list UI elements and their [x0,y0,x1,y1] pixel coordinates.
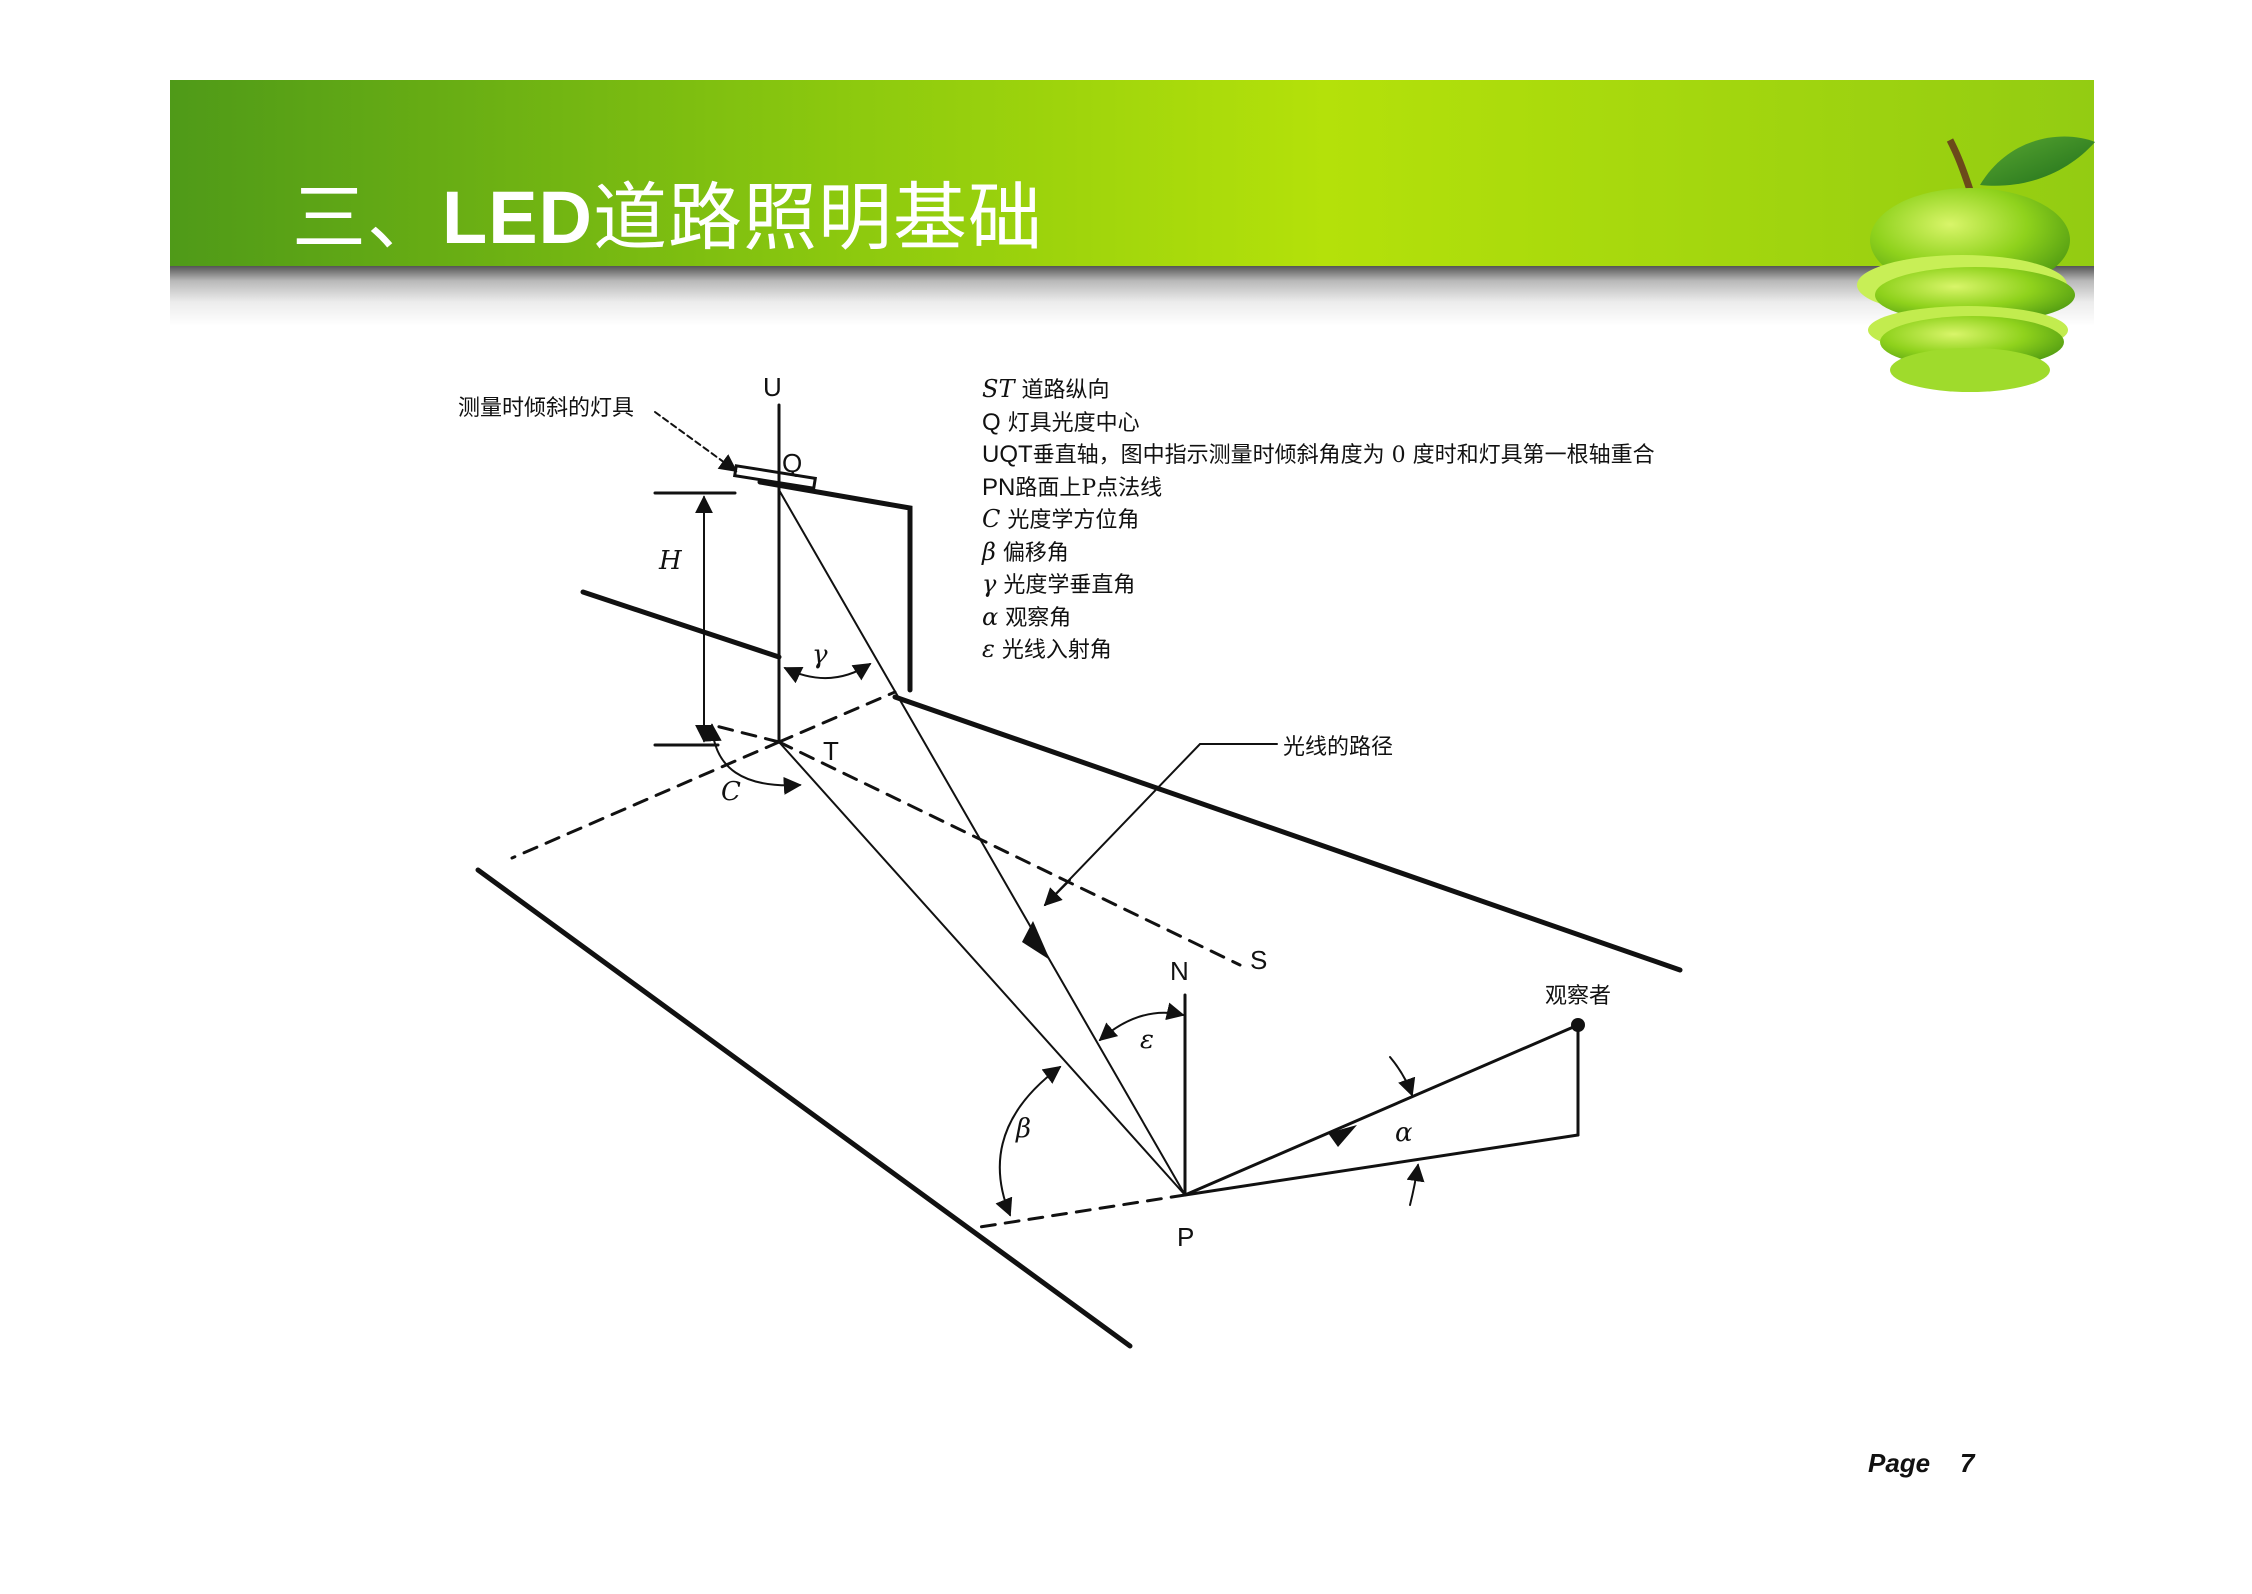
road-edge-far [580,589,782,660]
label-Q: Q [782,448,803,478]
view-line [1183,1023,1580,1197]
legend-text: 垂直轴，图中指示测量时倾斜角度为 0 度时和灯具第一根轴重合 [1032,443,1655,468]
legend-text: 灯具光度中心 [1007,410,1140,436]
legend-text: 路面上P点法线 [1015,475,1163,501]
beta-arc [995,1065,1062,1217]
label-H: H [659,546,682,576]
note-light-path: 光线的路径 [1283,735,1394,760]
label-C: C [721,777,741,807]
road-edge-left [475,867,1133,1349]
symbol-legend: ST 道路纵向 Q 灯具光度中心 UQT垂直轴，图中指示测量时倾斜角度为 0 度… [982,374,1655,667]
legend-text: 光线入射角 [1001,638,1112,663]
legend-symbol: β [982,537,996,566]
legend-symbol: ε [982,635,995,663]
legend-symbol: C [982,505,1001,533]
note-tilted-luminaire: 测量时倾斜的灯具 [458,396,635,421]
label-U: U [763,372,782,402]
legend-symbol: PN [982,473,1016,501]
label-alpha: α [1395,1118,1413,1148]
page-number: 7 [1960,1448,1975,1478]
title-prefix: 三、 [292,175,442,261]
legend-row: Q 灯具光度中心 [982,407,1655,440]
legend-text: 观察角 [1005,605,1072,631]
road-edge-near [892,694,1683,973]
legend-row: β 偏移角 [982,537,1655,570]
legend-row: C 光度学方位角 [982,504,1655,537]
ray-arrow-Q [1022,921,1050,960]
legend-row: ε 光线入射角 [982,634,1655,667]
title-banner [170,80,2094,266]
label-P: P [1177,1222,1195,1252]
legend-text: 光度学垂直角 [1003,573,1136,598]
page-title: 三、LED道路照明基础 [292,158,1043,265]
alpha-arc-top [1389,1056,1416,1097]
banner-shadow [170,266,2094,326]
c-arc [703,723,802,795]
page-label: Page [1868,1448,1931,1478]
gamma-arc [783,663,872,684]
ray-Q-P [778,489,1186,1196]
epsilon-arc [1098,1002,1185,1042]
label-T: T [823,736,839,766]
dashed-TS [777,740,1242,967]
note-observer: 观察者 [1545,984,1612,1009]
legend-row: α 观察角 [982,602,1655,635]
alpha-arc-bottom [1406,1163,1425,1206]
ray-arrow-view [1328,1125,1357,1147]
label-beta: β [1016,1114,1032,1144]
dashed-P-beta [978,1193,1187,1229]
light-path-pointer [1044,743,1278,906]
label-epsilon: ε [1140,1025,1154,1055]
title-suffix: 道路照明基础 [593,175,1043,261]
legend-text: 光度学方位角 [1007,508,1140,533]
label-gamma: γ [812,640,828,670]
label-N: N [1170,956,1189,986]
legend-symbol: α [982,602,999,631]
legend-symbol: UQT [982,441,1033,468]
legend-row: PN路面上P点法线 [982,472,1655,505]
ray-T-P [778,741,1186,1196]
label-S: S [1250,945,1268,975]
dashed-T-H [710,723,781,744]
luminaire-arm [757,479,913,693]
green-apple-icon [1857,136,2095,392]
view-line-lower [1183,1133,1580,1197]
legend-text: 道路纵向 [1021,378,1110,403]
legend-row: ST 道路纵向 [982,374,1655,407]
legend-row: γ 光度学垂直角 [982,569,1655,602]
title-latin: LED [442,176,593,259]
observer-point [1571,1018,1585,1032]
legend-text: 偏移角 [1002,540,1069,566]
legend-symbol: ST [982,375,1015,403]
legend-symbol: γ [982,570,997,598]
legend-symbol: Q [982,408,1001,436]
dashed-T-arm [777,690,897,744]
legend-row: UQT垂直轴，图中指示测量时倾斜角度为 0 度时和灯具第一根轴重合 [982,439,1655,472]
